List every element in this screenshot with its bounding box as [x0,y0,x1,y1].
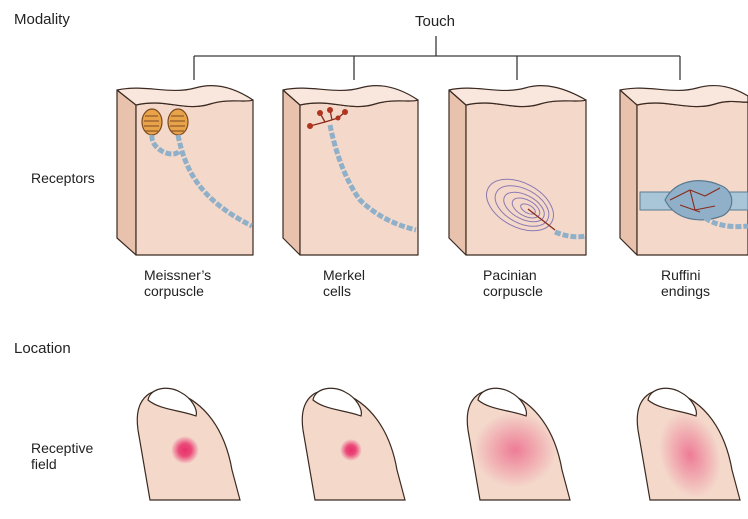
skin-block-merkel [283,86,418,255]
receptive-field-pacinian [473,412,557,488]
skin-block-pacinian [449,86,586,255]
fingertip-merkel [302,388,405,500]
receptive-field-merkel [340,439,362,461]
fingertip-pacinian [467,388,570,500]
skin-block-meissner [117,86,253,255]
modality-bracket [194,36,680,80]
fingertip-meissner [137,388,240,500]
receptive-field-meissner [171,436,199,464]
skin-block-ruffini [620,86,748,255]
fingertip-ruffini [637,388,740,505]
